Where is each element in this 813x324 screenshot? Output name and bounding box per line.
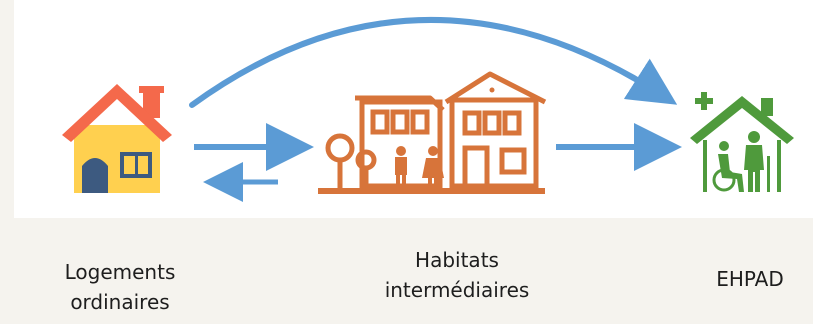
label-line: Habitats xyxy=(415,248,499,272)
flow-diagram xyxy=(62,17,794,202)
label-habitats-intermediaires: Habitats intermédiaires xyxy=(352,245,562,305)
shared-housing-icon xyxy=(318,71,547,194)
arrow-curved-logements-to-ehpad xyxy=(189,17,678,108)
residents-figures-icon xyxy=(395,87,495,189)
label-ehpad: EHPAD xyxy=(690,264,810,294)
house-icon xyxy=(62,84,172,193)
label-line: Logements xyxy=(64,260,176,284)
label-line: ordinaires xyxy=(70,290,170,314)
label-line: EHPAD xyxy=(716,267,784,291)
nursing-home-icon xyxy=(690,92,794,192)
label-line: intermédiaires xyxy=(384,278,530,302)
label-logements-ordinaires: Logements ordinaires xyxy=(20,257,220,317)
